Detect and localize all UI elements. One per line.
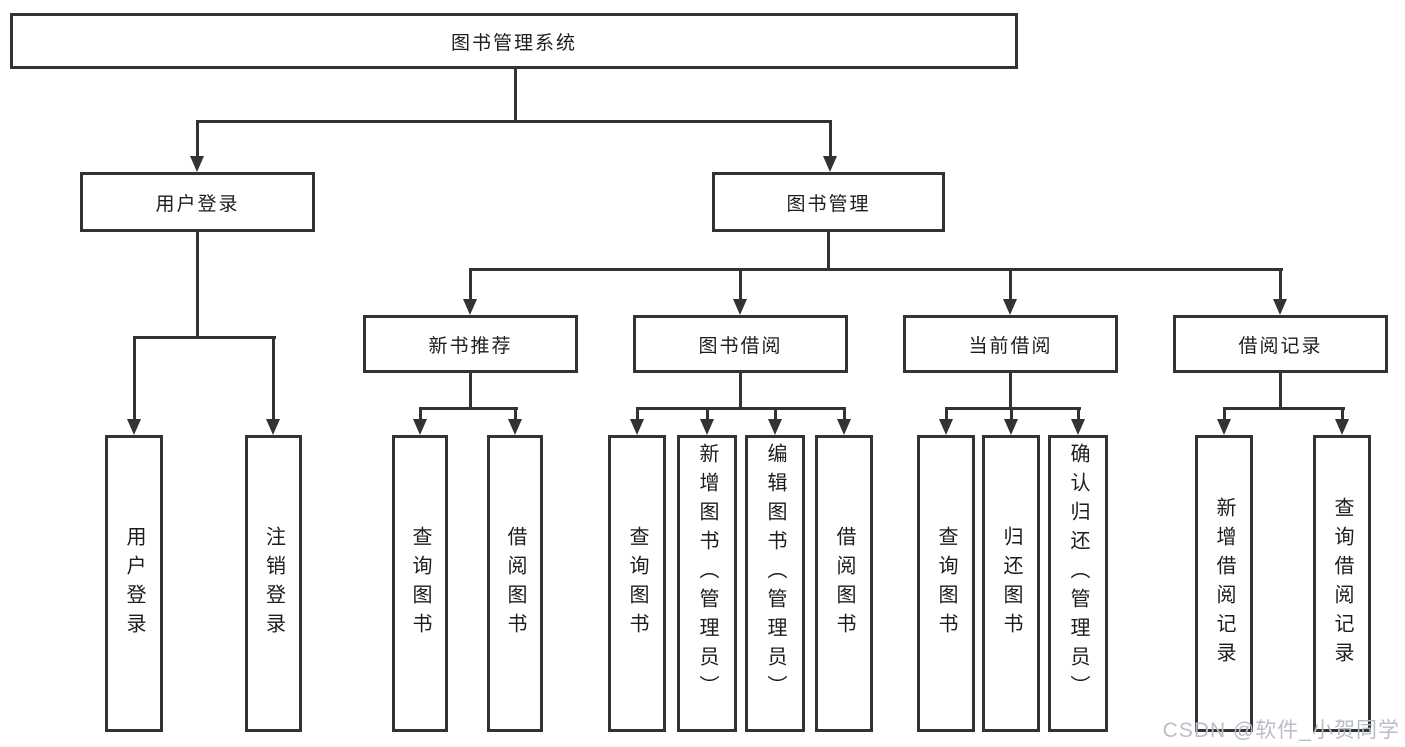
arrow-down-icon	[630, 419, 644, 435]
leaf-cb-query-books-label: 查询图书	[935, 525, 957, 642]
leaf-rec-query-books-label: 查询图书	[409, 525, 431, 642]
leaf-cb-confirm-return: 确认归还（管理员）	[1048, 435, 1108, 732]
leaf-br-query-record: 查询借阅记录	[1313, 435, 1371, 732]
leaf-br-query-record-label: 查询借阅记录	[1331, 496, 1353, 671]
leaf-logout: 注销登录	[245, 435, 302, 732]
arrow-down-icon	[413, 419, 427, 435]
leaf-rec-borrow-books: 借阅图书	[487, 435, 543, 732]
leaf-cb-confirm-return-label: 确认归还（管理员）	[1067, 443, 1089, 704]
connector-vline	[843, 407, 846, 422]
leaf-cb-return-books: 归还图书	[982, 435, 1040, 732]
leaf-bb-add-books: 新增图书（管理员）	[677, 435, 737, 732]
node-book-mgmt-label: 图书管理	[786, 193, 871, 215]
connector-vline	[196, 232, 199, 339]
node-user-login: 用户登录	[80, 172, 315, 232]
node-current-borrow-label: 当前借阅	[968, 335, 1053, 357]
leaf-user-login: 用户登录	[105, 435, 163, 732]
arrow-down-icon	[266, 419, 280, 435]
arrow-down-icon	[1004, 419, 1018, 435]
connector-vline	[1010, 407, 1013, 422]
arrow-down-icon	[700, 419, 714, 435]
arrow-down-icon	[508, 419, 522, 435]
node-borrow-records: 借阅记录	[1173, 315, 1388, 373]
connector-hline	[636, 407, 846, 410]
connector-vline	[1279, 268, 1282, 302]
node-root-label: 图书管理系统	[450, 32, 577, 54]
leaf-cb-query-books: 查询图书	[917, 435, 975, 732]
arrow-down-icon	[1217, 419, 1231, 435]
node-root: 图书管理系统	[10, 13, 1018, 69]
arrow-down-icon	[939, 419, 953, 435]
connector-vline	[739, 372, 742, 409]
csdn-watermark: CSDN @软件_小贺同学	[1162, 719, 1400, 742]
connector-vline	[1009, 268, 1012, 302]
connector-vline	[469, 372, 472, 409]
arrow-down-icon	[823, 156, 837, 172]
connector-vline	[636, 407, 639, 422]
leaf-bb-edit-books-label: 编辑图书（管理员）	[764, 443, 786, 704]
node-book-borrow-label: 图书借阅	[698, 335, 783, 357]
arrow-down-icon	[837, 419, 851, 435]
arrow-down-icon	[127, 419, 141, 435]
arrow-down-icon	[733, 299, 747, 315]
connector-hline	[196, 120, 832, 123]
connector-vline	[272, 336, 275, 422]
leaf-bb-edit-books: 编辑图书（管理员）	[745, 435, 805, 732]
node-new-book-rec: 新书推荐	[363, 315, 578, 373]
node-current-borrow: 当前借阅	[903, 315, 1118, 373]
connector-vline	[196, 120, 199, 158]
connector-vline	[1077, 407, 1080, 422]
connector-vline	[514, 69, 517, 123]
connector-vline	[1223, 407, 1226, 422]
arrow-down-icon	[463, 299, 477, 315]
leaf-logout-label: 注销登录	[262, 525, 285, 642]
connector-vline	[133, 336, 136, 422]
connector-hline	[1223, 407, 1345, 410]
arrow-down-icon	[1071, 419, 1085, 435]
node-new-book-rec-label: 新书推荐	[428, 335, 513, 357]
arrow-down-icon	[1273, 299, 1287, 315]
node-user-login-label: 用户登录	[155, 193, 240, 215]
leaf-user-login-label: 用户登录	[123, 525, 145, 642]
leaf-br-add-record: 新增借阅记录	[1195, 435, 1253, 732]
arrow-down-icon	[190, 156, 204, 172]
node-book-mgmt: 图书管理	[712, 172, 945, 232]
connector-vline	[469, 268, 472, 302]
leaf-bb-query-books-label: 查询图书	[626, 525, 648, 642]
connector-vline	[827, 232, 830, 271]
leaf-bb-borrow-books: 借阅图书	[815, 435, 873, 732]
arrow-down-icon	[1003, 299, 1017, 315]
connector-vline	[419, 407, 422, 422]
connector-vline	[706, 407, 709, 422]
leaf-bb-query-books: 查询图书	[608, 435, 666, 732]
connector-hline	[419, 407, 518, 410]
connector-vline	[829, 120, 832, 158]
connector-hline	[469, 268, 1283, 271]
connector-hline	[133, 336, 276, 339]
connector-vline	[1279, 372, 1282, 409]
connector-vline	[945, 407, 948, 422]
node-borrow-records-label: 借阅记录	[1238, 335, 1323, 357]
connector-vline	[739, 268, 742, 302]
connector-vline	[774, 407, 777, 422]
connector-hline	[945, 407, 1081, 410]
leaf-rec-borrow-books-label: 借阅图书	[504, 525, 526, 642]
connector-vline	[1009, 372, 1012, 409]
leaf-cb-return-books-label: 归还图书	[1000, 525, 1022, 642]
connector-vline	[1341, 407, 1344, 422]
node-book-borrow: 图书借阅	[633, 315, 848, 373]
leaf-br-add-record-label: 新增借阅记录	[1213, 496, 1235, 671]
leaf-bb-borrow-books-label: 借阅图书	[833, 525, 855, 642]
arrow-down-icon	[1335, 419, 1349, 435]
leaf-bb-add-books-label: 新增图书（管理员）	[696, 443, 718, 704]
arrow-down-icon	[768, 419, 782, 435]
connector-vline	[514, 407, 517, 422]
leaf-rec-query-books: 查询图书	[392, 435, 448, 732]
